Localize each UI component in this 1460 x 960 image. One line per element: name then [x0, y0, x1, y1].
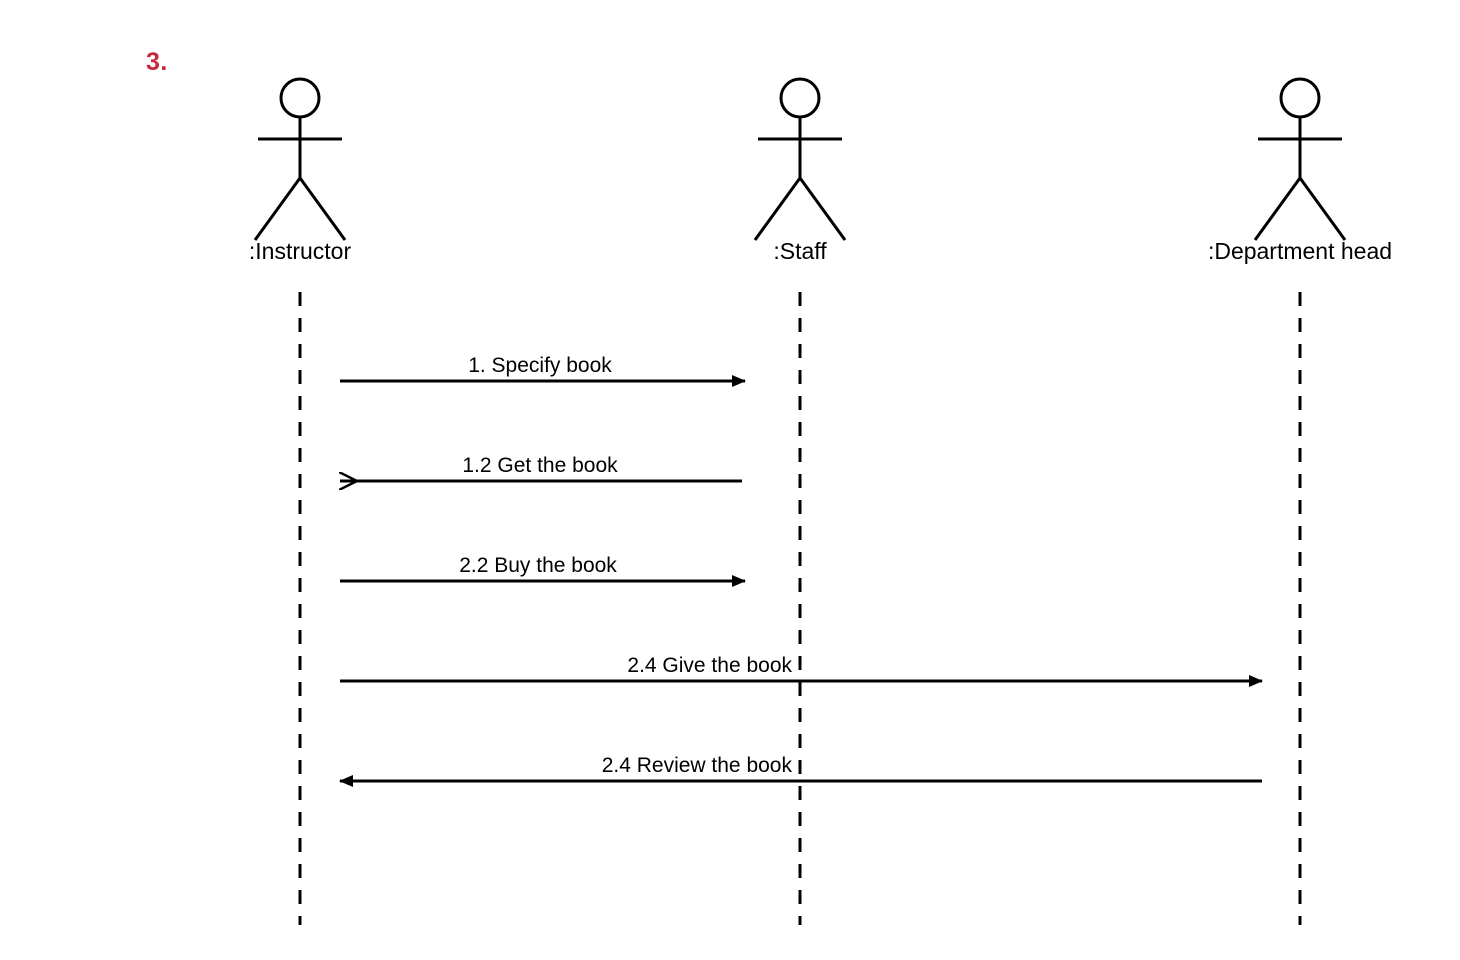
actor-head-icon	[279, 77, 321, 119]
lifelines-layer	[298, 292, 1302, 925]
actor-left-leg-line	[1253, 177, 1302, 241]
actor-head-icon	[779, 77, 821, 119]
message-label-m5: 2.4 Review the book	[601, 754, 792, 777]
actor-right-leg-line	[1298, 177, 1347, 241]
actor-label-department_head: :Department head	[1207, 238, 1393, 264]
actor-label-staff: :Staff	[773, 238, 827, 264]
actor-left-leg-line	[253, 177, 302, 241]
message-label-m1: 1. Specify book	[468, 354, 612, 377]
actor-left-leg-line	[753, 177, 802, 241]
actor-right-leg-line	[298, 177, 347, 241]
actors-layer	[253, 77, 1347, 241]
actor-instructor[interactable]	[253, 77, 347, 241]
actor-label-instructor: :Instructor	[248, 238, 352, 264]
message-label-m3: 2.2 Buy the book	[459, 554, 617, 577]
actor-head-icon	[1279, 77, 1321, 119]
step-number-label: 3.	[146, 48, 168, 76]
message-label-m2: 1.2 Get the book	[462, 454, 618, 477]
actor-department_head[interactable]	[1253, 77, 1347, 241]
actor-staff[interactable]	[753, 77, 847, 241]
actor-right-leg-line	[798, 177, 847, 241]
message-label-m4: 2.4 Give the book	[627, 654, 792, 677]
messages-layer	[339, 375, 1263, 787]
